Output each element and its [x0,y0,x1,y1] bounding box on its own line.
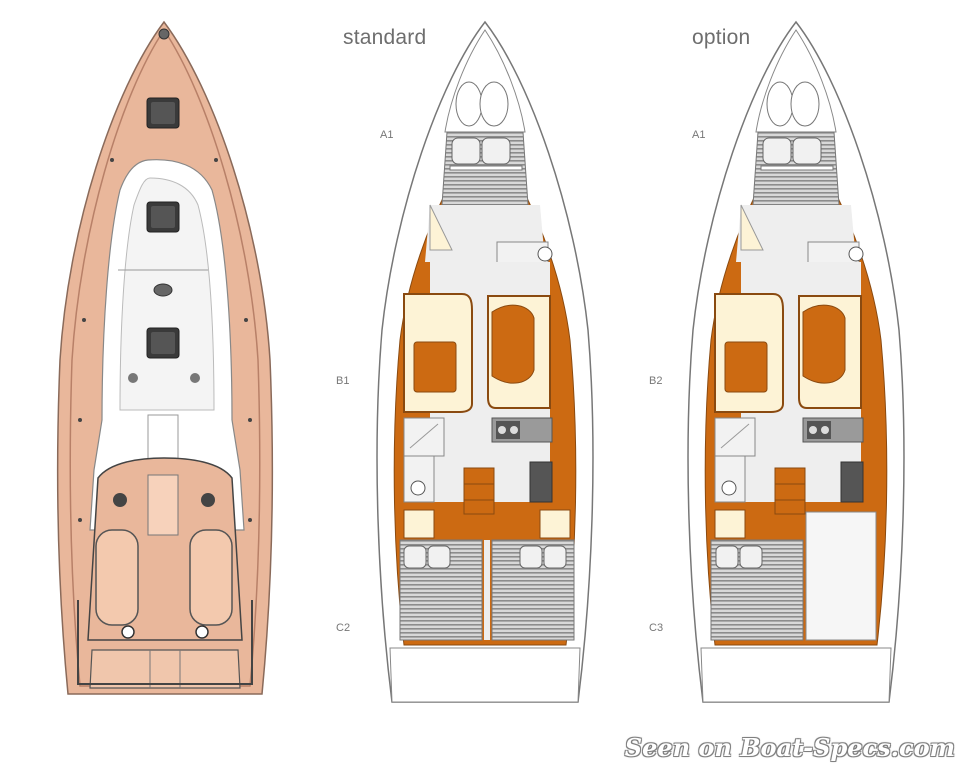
zone-label-option-aft: C3 [649,622,664,634]
winch-port-mast [128,373,138,383]
cockpit-seat-port [95,529,139,626]
zone-label-option-mid: B2 [649,375,663,387]
mast-base [153,283,173,297]
bow-fitting [158,28,170,40]
winch-port-cockpit [113,493,127,507]
helm-stbd [195,625,209,639]
transom [89,649,241,689]
helm-port [121,625,135,639]
layout-standard [376,20,594,703]
layout-option [687,20,905,703]
deck-plan [56,20,274,695]
cockpit-seat-stbd [189,529,233,626]
zone-label-option-fore: A1 [692,129,706,141]
zone-label-standard-fore: A1 [380,129,394,141]
zone-label-standard-aft: C2 [336,622,351,634]
zone-label-standard-mid: B1 [336,375,350,387]
stern-pulpit [77,600,253,685]
watermark-text: Seen on Boat-Specs.com [624,733,955,762]
cockpit-table [147,474,179,536]
winch-stbd-cockpit [201,493,215,507]
companionway [147,414,179,461]
layout-title-option: option [692,26,751,49]
winch-stbd-mast [190,373,200,383]
layout-title-standard: standard [343,26,427,49]
